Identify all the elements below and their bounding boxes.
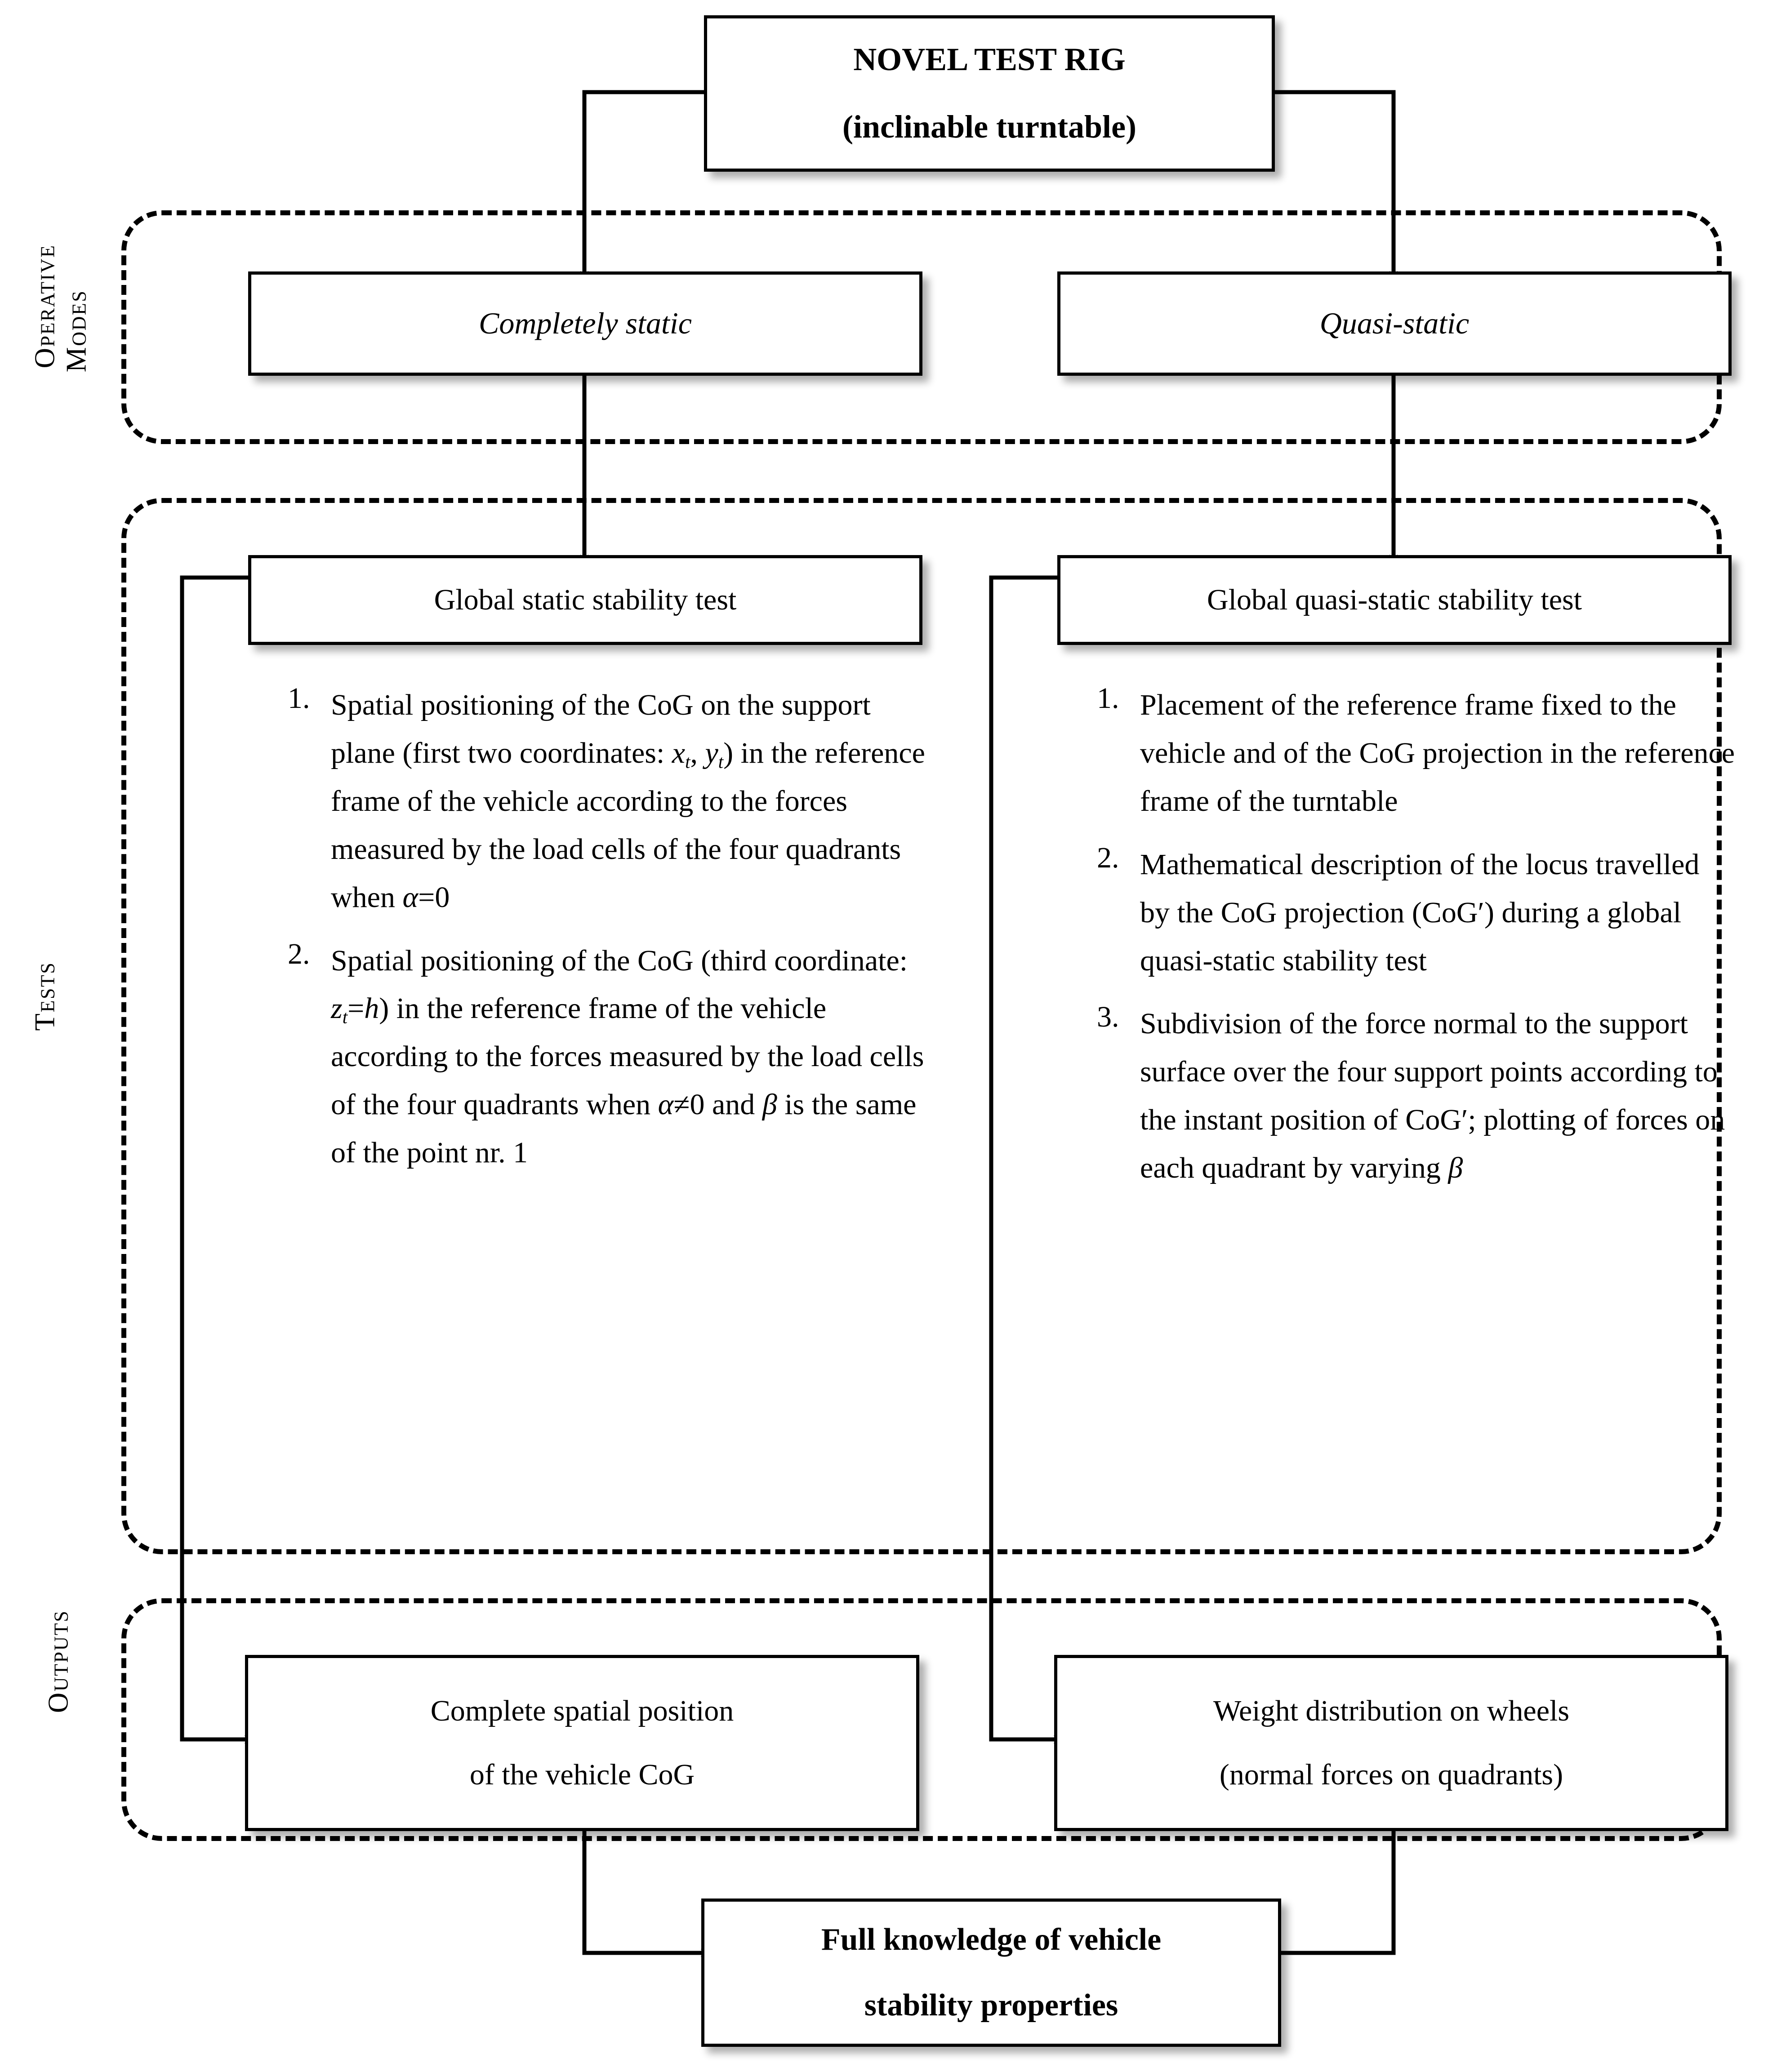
side-label-operative: Operative [29,212,62,401]
final-box-full-knowledge[interactable]: Full knowledge of vehicle stability prop… [701,1899,1281,2047]
list-item-text: Spatial positioning of the CoG on the su… [331,689,925,914]
mode-box-quasi-static-label: Quasi-static [1319,306,1470,341]
test-box-global-quasi-static-label: Global quasi-static stability test [1207,583,1582,616]
list-item-text: Placement of the reference frame fixed t… [1140,689,1735,818]
list-item-text: Spatial positioning of the CoG (third co… [331,944,924,1169]
list-item: 2. Spatial positioning of the CoG (third… [288,937,926,1178]
list-item-number: 1. [1097,682,1119,715]
test-box-global-static-label: Global static stability test [434,583,737,616]
side-label-tests: Tests [29,902,62,1091]
final-box-line1: Full knowledge of vehicle [821,1922,1162,1957]
test-box-global-static[interactable]: Global static stability test [248,555,922,645]
side-label-modes: Modes [60,237,93,426]
list-item-number: 2. [288,937,310,970]
list-item-number: 1. [288,682,310,715]
mode-box-quasi-static[interactable]: Quasi-static [1057,271,1732,376]
output-box-cog-position-line2: of the vehicle CoG [469,1758,695,1791]
group-tests [121,498,1722,1554]
test-steps-left-list: 1. Spatial positioning of the CoG on the… [288,681,926,1177]
list-item-text: Subdivision of the force normal to the s… [1140,1007,1725,1185]
list-item: 2. Mathematical description of the locus… [1097,841,1735,985]
list-item-text: Mathematical description of the locus tr… [1140,848,1700,977]
title-box-line1: NOVEL TEST RIG [853,41,1126,78]
output-box-weight-distribution-line1: Weight distribution on wheels [1213,1694,1570,1727]
output-box-cog-position[interactable]: Complete spatial position of the vehicle… [245,1655,919,1831]
mode-box-completely-static-label: Completely static [478,306,692,341]
side-label-outputs: Outputs [42,1567,75,1756]
output-box-weight-distribution-line2: (normal forces on quadrants) [1219,1758,1563,1791]
side-label-outputs-text: Outputs [42,1610,74,1713]
test-steps-right: 1. Placement of the reference frame fixe… [1097,681,1735,1208]
output-box-cog-position-line1: Complete spatial position [430,1694,734,1727]
final-box-line2: stability properties [864,1988,1118,2023]
list-item-number: 2. [1097,841,1119,874]
side-label-operative-text: Operative [29,244,61,369]
list-item-number: 3. [1097,1000,1119,1034]
list-item: 1. Placement of the reference frame fixe… [1097,681,1735,826]
test-box-global-quasi-static[interactable]: Global quasi-static stability test [1057,555,1732,645]
title-box[interactable]: NOVEL TEST RIG (inclinable turntable) [704,15,1275,172]
list-item: 3. Subdivision of the force normal to th… [1097,1000,1735,1192]
side-label-tests-text: Tests [29,961,61,1031]
list-item: 1. Spatial positioning of the CoG on the… [288,681,926,922]
test-steps-right-list: 1. Placement of the reference frame fixe… [1097,681,1735,1192]
side-label-modes-text: Modes [60,289,92,373]
test-steps-left: 1. Spatial positioning of the CoG on the… [288,681,926,1192]
title-box-line2: (inclinable turntable) [842,109,1136,145]
output-box-weight-distribution[interactable]: Weight distribution on wheels (normal fo… [1054,1655,1728,1831]
mode-box-completely-static[interactable]: Completely static [248,271,922,376]
